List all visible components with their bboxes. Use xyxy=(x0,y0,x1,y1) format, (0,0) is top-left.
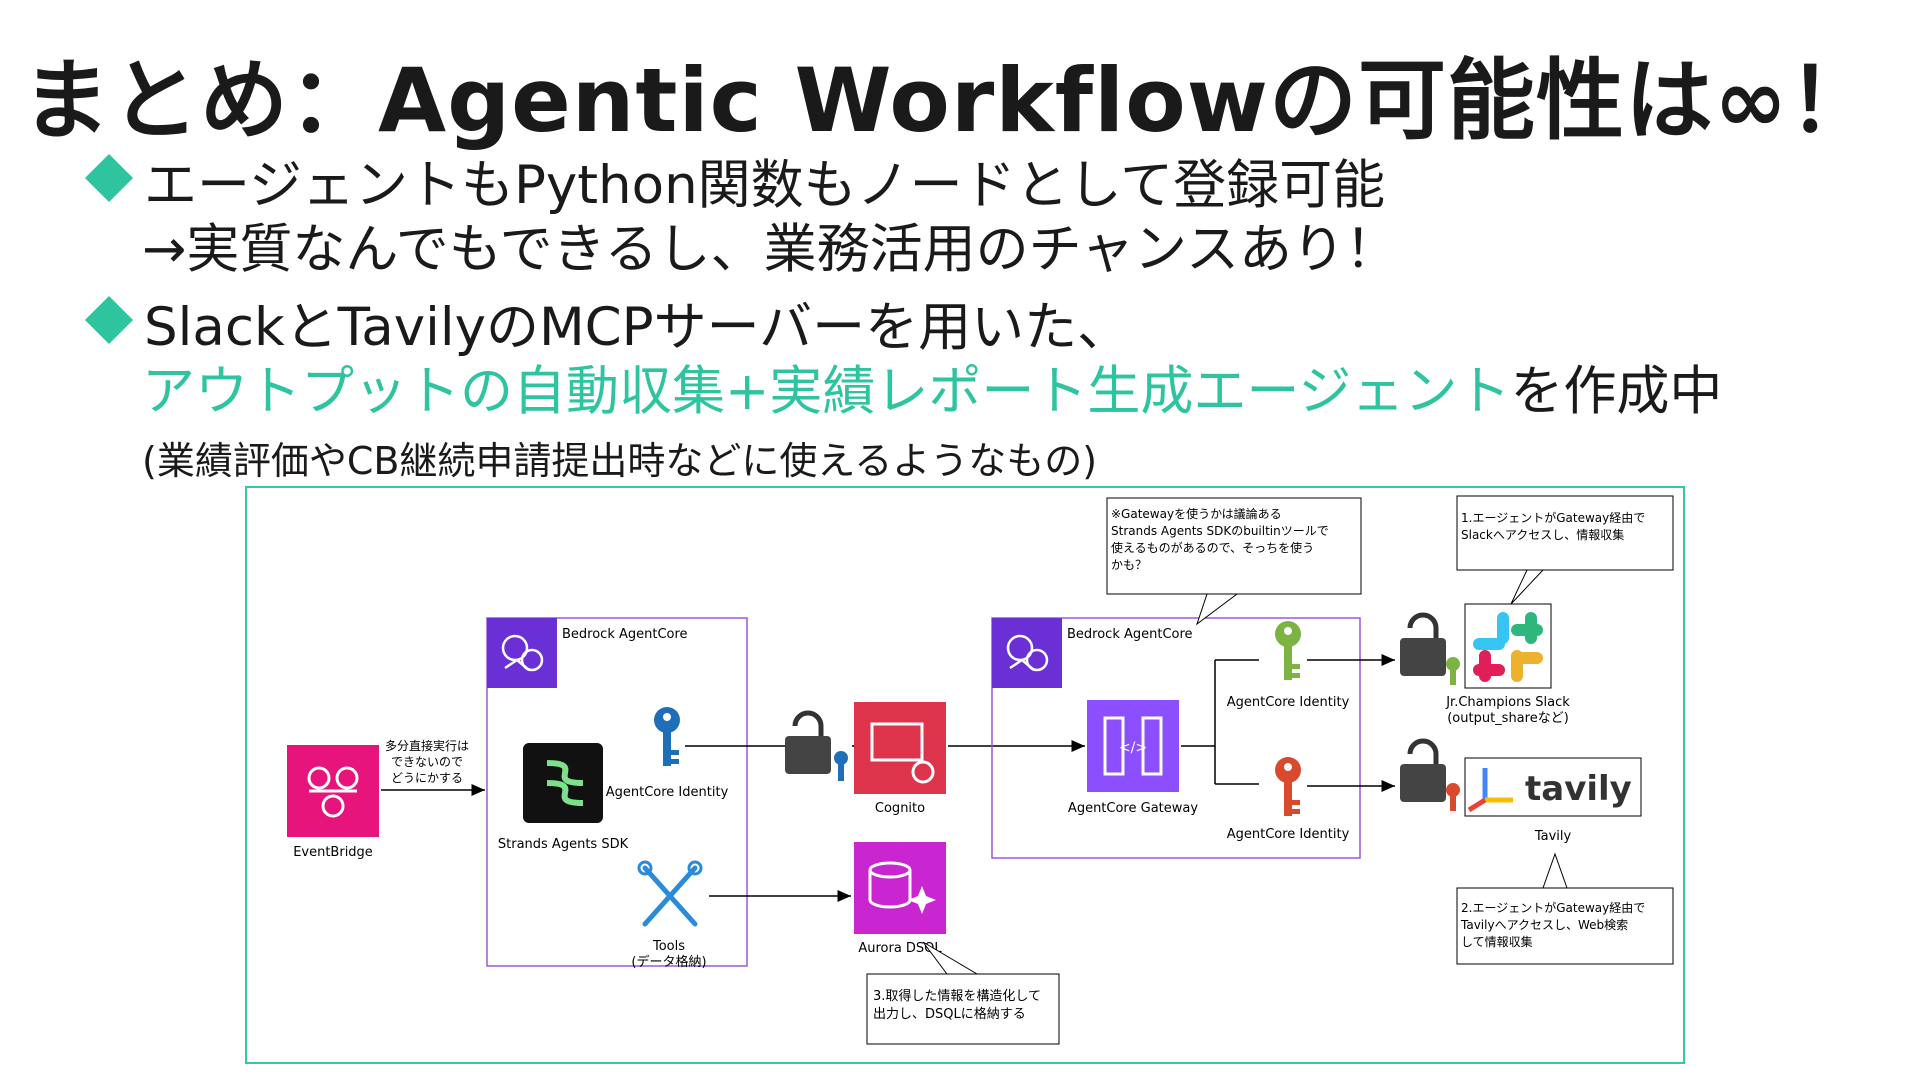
bedrock-left-label: Bedrock AgentCore xyxy=(562,627,688,642)
eventbridge-note-line-1: 多分直接実行は xyxy=(385,738,469,753)
bullet-1-line-1: エージェントもPython関数もノードとして登録可能 xyxy=(144,155,1386,216)
cognito-label: Cognito xyxy=(875,801,925,816)
architecture-diagram: Bedrock AgentCore EventBridge 多分直接実行は でき… xyxy=(287,495,1674,1045)
page-title: まとめ：Agentic Workflowの可能性は∞！ xyxy=(22,49,1878,152)
bullet-2-line-1: SlackとTavilyのMCPサーバーを用いた、 xyxy=(144,297,1131,358)
bullet-2-line-2: アウトプットの自動収集+実績レポート生成エージェントを作成中 xyxy=(142,360,1722,424)
eventbridge-icon xyxy=(287,745,379,837)
note-tavily-box xyxy=(1456,887,1674,965)
tools-sub-label: (データ格納) xyxy=(631,954,706,970)
bedrock-agentcore-icon xyxy=(487,618,557,688)
tools-icon xyxy=(637,860,703,927)
agentcore-gateway-label: AgentCore Gateway xyxy=(1068,801,1198,816)
key-green-icon xyxy=(1275,621,1301,680)
note-gateway-line-2: Strands Agents SDKのbuiltinツールで xyxy=(1111,524,1329,538)
bedrock-agentcore-right-box xyxy=(991,617,1361,859)
lock-tavily-icon xyxy=(1400,738,1460,811)
tavily-logo-box xyxy=(1464,757,1642,817)
lock-slack-icon xyxy=(1400,612,1460,685)
diamond-bullet-icon xyxy=(84,295,134,345)
bullet-2: SlackとTavilyのMCPサーバーを用いた、 xyxy=(84,295,1131,360)
bedrock-agentcore-left-box xyxy=(486,617,748,967)
note-dsql-line-1: 3.取得した情報を構造化して xyxy=(873,988,1041,1004)
note-gateway-line-3: 使えるものがあるので、そっちを使う xyxy=(1111,540,1314,555)
note-tavily-line-2: Tavilyへアクセスし、Web検索 xyxy=(1460,918,1628,932)
tavily-label: Tavily xyxy=(1534,829,1572,844)
aurora-dsql-label: Aurora DSQL xyxy=(858,941,942,956)
svg-text:</>: </> xyxy=(1119,740,1147,756)
tools-label: Tools xyxy=(652,939,685,954)
agentcore-identity-left-label: AgentCore Identity xyxy=(606,785,729,800)
key-blue-icon xyxy=(654,707,680,766)
note-dsql-box xyxy=(866,973,1060,1045)
bedrock-right-label: Bedrock AgentCore xyxy=(1067,627,1193,642)
note-gateway-line-1: ※Gatewayを使うかは議論ある xyxy=(1111,506,1282,521)
bullet-1-line-2: →実質なんでもできるし、業務活用のチャンスあり！ xyxy=(142,219,1398,280)
note-dsql-pointer xyxy=(922,941,979,975)
architecture-diagram-frame: Bedrock AgentCore EventBridge 多分直接実行は でき… xyxy=(245,486,1685,1064)
note-slack-box xyxy=(1456,495,1674,571)
lock-icon xyxy=(785,710,831,774)
note-gateway-box xyxy=(1106,497,1362,595)
note-dsql-line-2: 出力し、DSQLに格納する xyxy=(873,1006,1026,1022)
bedrock-agentcore-right-icon xyxy=(992,618,1062,688)
strands-sdk-label: Strands Agents SDK xyxy=(498,837,629,852)
slack-logo-icon xyxy=(1464,603,1552,689)
note-tavily-line-3: して情報収集 xyxy=(1461,934,1533,949)
agentcore-identity-bottom-label: AgentCore Identity xyxy=(1227,827,1350,842)
bullet-2-highlight: アウトプットの自動収集+実績レポート生成エージェント xyxy=(142,361,1511,422)
slack-label: Jr.Champions Slack xyxy=(1445,695,1570,710)
bullet-2-rest: を作成中 xyxy=(1510,361,1723,422)
tavily-logo-icon xyxy=(1467,768,1513,813)
agentcore-identity-top-label: AgentCore Identity xyxy=(1227,695,1350,710)
note-tavily-line-1: 2.エージェントがGateway経由で xyxy=(1461,900,1645,915)
aurora-dsql-icon xyxy=(854,842,946,934)
key-blue-small-icon xyxy=(834,751,848,781)
eventbridge-label: EventBridge xyxy=(293,845,373,860)
bullet-1: エージェントもPython関数もノードとして登録可能 xyxy=(84,153,1386,218)
key-red-icon xyxy=(1275,757,1301,816)
tavily-logo-text: tavily xyxy=(1525,769,1632,809)
agentcore-gateway-icon: </> xyxy=(1087,700,1179,792)
cognito-icon xyxy=(854,702,946,794)
note-gateway-pointer xyxy=(1196,593,1239,626)
bullet-2-note: (業績評価やCB継続申請提出時などに使えるようなもの) xyxy=(142,439,1098,483)
eventbridge-note-line-3: どうにかする xyxy=(391,771,463,785)
diamond-bullet-icon xyxy=(84,153,134,203)
note-slack-line-1: 1.エージェントがGateway経由で xyxy=(1461,510,1645,525)
eventbridge-note-line-2: できないので xyxy=(391,755,463,769)
note-slack-line-2: Slackへアクセスし、情報収集 xyxy=(1461,527,1624,542)
note-tavily-pointer xyxy=(1542,852,1568,889)
note-slack-pointer xyxy=(1510,569,1545,605)
slack-sub-label: (output_shareなど) xyxy=(1447,711,1569,726)
strands-sdk-icon xyxy=(523,743,603,823)
note-gateway-line-4: かも？ xyxy=(1111,558,1147,572)
